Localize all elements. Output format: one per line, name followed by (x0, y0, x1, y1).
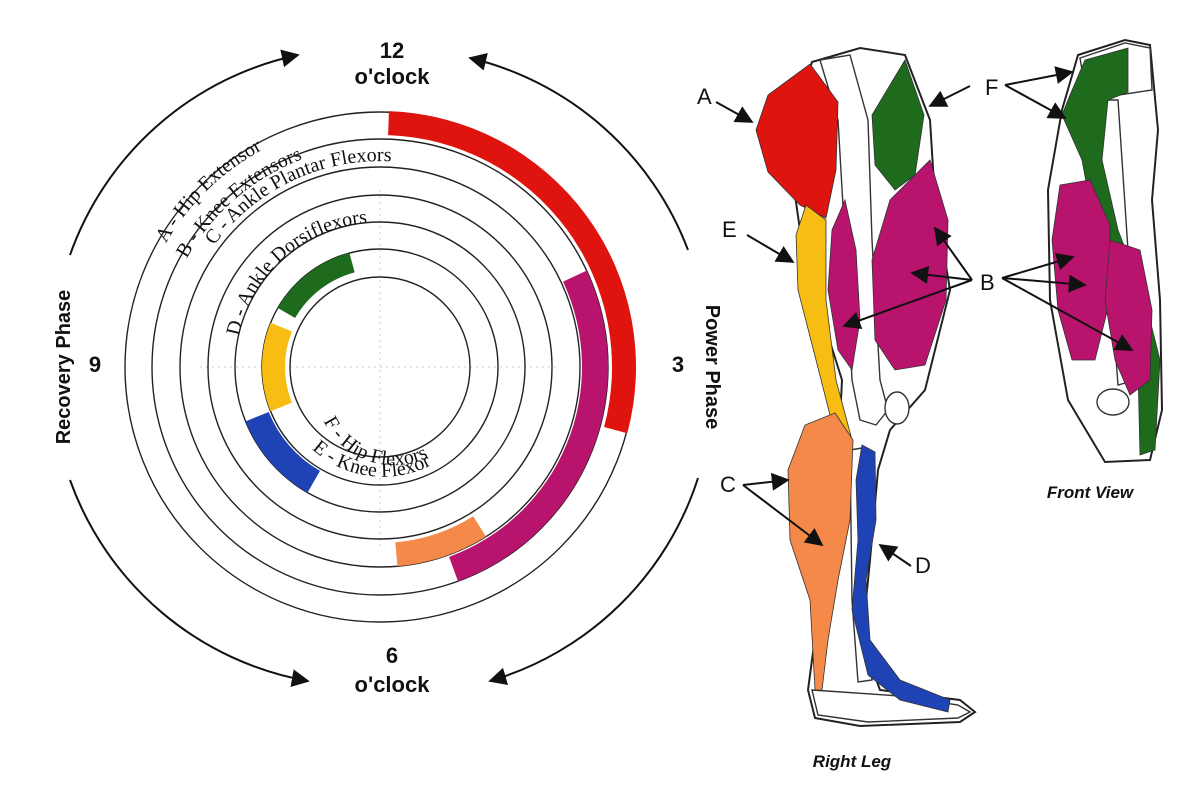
front-view-caption: Front View (1047, 483, 1135, 502)
ring-d (207, 194, 553, 540)
bottom-right-direction-arrow (488, 477, 699, 686)
hip-extensor-muscle (755, 63, 839, 219)
hip-flexors-arc (277, 253, 355, 318)
clock-6-label: o'clock (355, 672, 431, 697)
ring-e (234, 221, 526, 513)
hip-extensor-arc (388, 111, 637, 434)
front-patella-bone (1096, 388, 1130, 416)
clock-9-number: 9 (89, 352, 101, 377)
front-knee-extensor-muscle-2 (1104, 239, 1153, 396)
right-leg-illustration: A F E B C D Right Leg (697, 46, 998, 771)
bottom-left-direction-arrow (69, 479, 310, 688)
knee-flexor-arc (262, 322, 292, 412)
leg-label-a: A (697, 84, 712, 109)
ankle-dorsiflexor-muscle (851, 444, 951, 713)
arrow-c-1 (742, 472, 790, 491)
arrow-b-front-1 (1001, 252, 1075, 279)
patella-bone (884, 391, 910, 425)
leg-label-b: B (980, 270, 995, 295)
front-pointer-arrows (1001, 66, 1134, 351)
clock-6-number: 6 (386, 643, 398, 668)
front-view-illustration: Front View (1001, 38, 1164, 502)
arrow-b-front-2 (1001, 274, 1087, 293)
ankle-plantar-flexor-muscle (787, 412, 854, 691)
arrow-b-3 (842, 279, 973, 329)
leg-label-d: D (915, 553, 931, 578)
recovery-phase-label: Recovery Phase (53, 290, 75, 445)
hip-flexor-muscle (871, 59, 925, 191)
leg-label-e: E (722, 217, 737, 242)
arrow-e (746, 234, 795, 263)
ring-c (179, 166, 581, 568)
arrow-a (715, 101, 754, 123)
leg-pointer-arrows (715, 85, 973, 567)
knee-extensors-arc (449, 270, 608, 582)
right-leg-caption: Right Leg (813, 752, 892, 771)
ankle-dorsiflexors-arc (245, 411, 320, 493)
ring-inner (289, 276, 471, 458)
arrow-f-front-1 (1004, 66, 1074, 86)
activation-arcs (245, 111, 637, 582)
power-phase-label: Power Phase (701, 305, 723, 430)
clock-12-number: 12 (380, 38, 404, 63)
arrow-b-1 (933, 226, 973, 281)
leg-label-c: C (720, 472, 736, 497)
arrow-b-front-3 (1001, 277, 1134, 351)
arrow-c-2 (742, 484, 824, 547)
pedal-cycle-clock: A - Hip Extensor B - Knee Extensors C - … (53, 38, 723, 697)
arrow-f (928, 85, 971, 107)
ankle-plantar-flexors-arc (395, 516, 486, 567)
arrow-d (878, 543, 912, 567)
arrow-f-front-2 (1004, 84, 1067, 119)
arrow-b-2 (910, 265, 973, 284)
clock-12-label: o'clock (355, 64, 431, 89)
top-right-direction-arrow (468, 53, 689, 251)
top-left-direction-arrow (69, 49, 300, 256)
clock-3-number: 3 (672, 352, 684, 377)
leg-label-f: F (985, 75, 998, 100)
